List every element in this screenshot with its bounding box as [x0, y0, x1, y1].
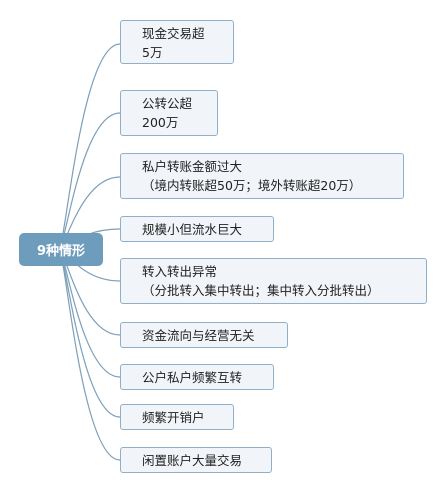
branch-label-line-1: 现金交易超	[142, 26, 205, 41]
connector-line-1	[59, 43, 121, 250]
branch-node-idle-account-large-transaction[interactable]: 闲置账户大量交易	[120, 447, 272, 473]
branch-node-frequent-open-close[interactable]: 频繁开销户	[120, 404, 234, 430]
branch-label-line-1: 资金流向与经营无关	[142, 328, 255, 343]
branch-node-private-transfer-large[interactable]: 私户转账金额过大 （境内转账超50万；境外转账超20万）	[120, 153, 404, 199]
connector-line-2	[59, 112, 121, 250]
branch-label-line-1: 闲置账户大量交易	[142, 453, 243, 468]
branch-label-line-2: （境内转账超50万；境外转账超20万）	[142, 178, 362, 193]
connector-line-7	[59, 248, 121, 378]
branch-label-line-1: 频繁开销户	[142, 410, 205, 425]
branch-label-line-1: 规模小但流水巨大	[142, 222, 243, 237]
branch-label-line-2: （分批转入集中转出；集中转入分批转出）	[142, 283, 380, 298]
branch-node-cash-transaction[interactable]: 现金交易超 5万	[120, 20, 234, 64]
branch-node-abnormal-in-out[interactable]: 转入转出异常 （分批转入集中转出；集中转入分批转出）	[120, 258, 427, 304]
branch-node-corporate-transfer[interactable]: 公转公超 200万	[120, 90, 218, 136]
branch-node-flow-unrelated[interactable]: 资金流向与经营无关	[120, 322, 288, 348]
root-label: 9种情形	[36, 244, 86, 259]
branch-label-line-1: 转入转出异常	[142, 264, 218, 279]
branch-node-frequent-mutual-transfer[interactable]: 公户私户频繁互转	[120, 364, 274, 390]
branch-label-line-1: 私户转账金额过大	[142, 159, 243, 174]
branch-node-small-scale-large-flow[interactable]: 规模小但流水巨大	[120, 216, 274, 242]
branch-label-line-2: 5万	[142, 45, 163, 60]
branch-label-line-1: 公转公超	[142, 96, 193, 111]
root-node[interactable]: 9种情形	[19, 233, 103, 266]
branch-label-line-1: 公户私户频繁互转	[142, 370, 243, 385]
connector-line-9	[59, 248, 121, 461]
branch-label-line-2: 200万	[142, 115, 179, 130]
